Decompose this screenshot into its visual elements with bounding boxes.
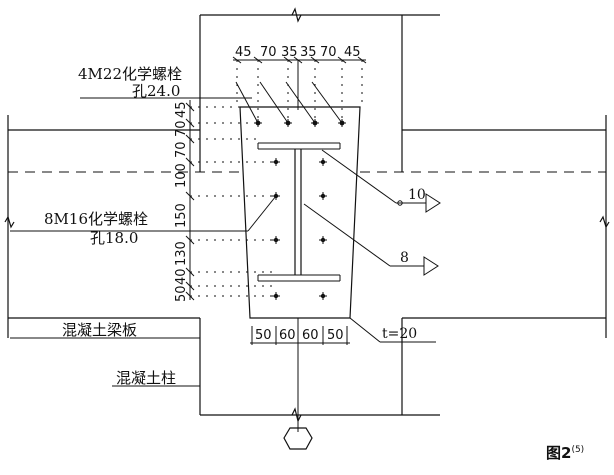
- label-column: 混凝土柱: [116, 369, 176, 387]
- figure-label: 图2: [546, 444, 571, 462]
- dim-top-1: 45: [235, 45, 252, 60]
- label-anchor-small-spec: 8M16化学螺栓: [44, 210, 148, 228]
- dim-left-4: 100: [174, 163, 189, 188]
- bolt-group-side: [272, 158, 327, 300]
- label-anchor-large-hole: 孔24.0: [132, 82, 180, 100]
- dim-top-4: 35: [300, 45, 317, 60]
- dim-bottom-1: 50: [255, 328, 272, 343]
- column-outline: [199, 7, 440, 423]
- bolt-icon: [272, 236, 280, 244]
- dimension-chain-bottom: 50 60 60 50: [250, 326, 350, 345]
- dimension-chain-left: 45 70 70 100 150 130 40 50: [174, 100, 195, 302]
- dim-top-5: 70: [320, 45, 337, 60]
- bolt-icon: [319, 158, 327, 166]
- dim-bottom-4: 50: [327, 328, 344, 343]
- slab-outline: [4, 115, 610, 338]
- dim-left-3: 70: [174, 141, 189, 158]
- dim-left-2: 70: [174, 120, 189, 137]
- dim-top-6: 45: [344, 45, 361, 60]
- bolt-icon: [272, 292, 280, 300]
- dim-top-3: 35: [281, 45, 298, 60]
- dim-left-6: 130: [174, 241, 189, 266]
- label-anchor-small-hole: 孔18.0: [90, 229, 138, 247]
- bolt-icon: [319, 236, 327, 244]
- dim-left-8: 50: [174, 285, 189, 302]
- dim-top-2: 70: [260, 45, 277, 60]
- bolt-icon: [319, 192, 327, 200]
- weld-size-1: 10: [408, 187, 426, 203]
- label-plate-thickness: t=20: [382, 326, 417, 342]
- label-anchor-large-spec: 4M22化学螺栓: [78, 65, 182, 83]
- bolt-icon: [272, 158, 280, 166]
- bolt-icon: [319, 292, 327, 300]
- extension-lines: [190, 60, 363, 297]
- leader-lines: [10, 81, 436, 387]
- dim-left-5: 150: [174, 203, 189, 228]
- weld-symbol-1: 10: [397, 187, 441, 213]
- dim-left-7: 40: [174, 268, 189, 285]
- label-slab: 混凝土梁板: [62, 321, 137, 339]
- dim-bottom-2: 60: [279, 328, 296, 343]
- dim-bottom-3: 60: [302, 328, 319, 343]
- dimension-chain-top: 45 70 35 35 70 45: [232, 45, 367, 64]
- weld-size-2: 8: [400, 250, 409, 266]
- dim-left-1: 45: [174, 101, 189, 118]
- base-plate: [239, 60, 361, 450]
- weld-symbol-2: 8: [400, 250, 439, 276]
- bolt-group-top: [254, 119, 346, 127]
- figure-ref: (5): [571, 445, 584, 455]
- figure-caption: 图2(5): [546, 444, 584, 462]
